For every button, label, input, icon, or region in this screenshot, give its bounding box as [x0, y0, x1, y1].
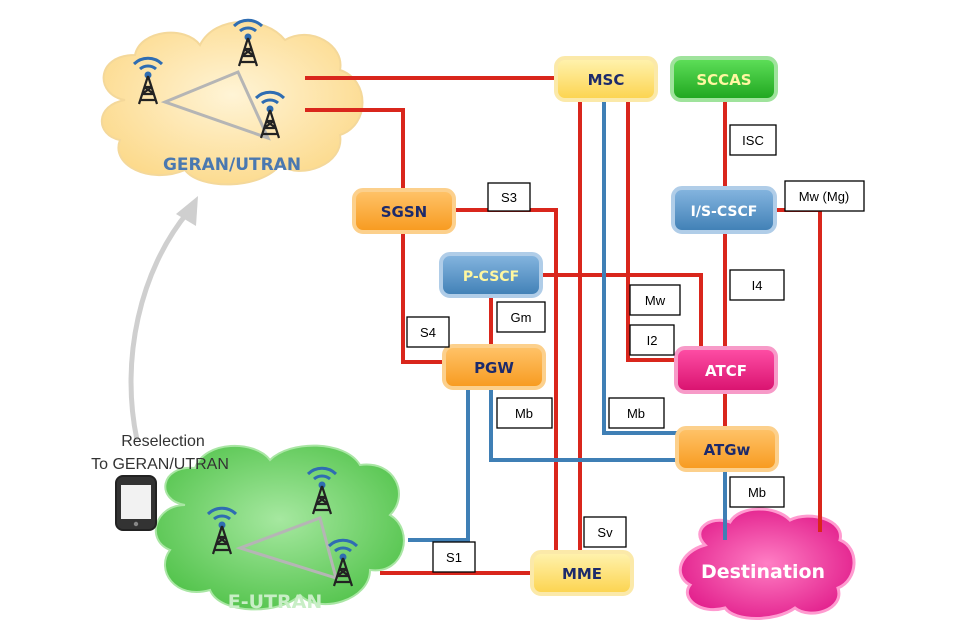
svg-text:I4: I4 — [752, 278, 763, 293]
link-pcscf-atcf-mw — [541, 273, 703, 348]
interface-label-mw: Mw — [629, 284, 681, 316]
link-geran-sgsn — [305, 108, 405, 190]
interface-label-mw-mg: Mw (Mg) — [784, 180, 865, 212]
svg-text:S3: S3 — [501, 190, 517, 205]
sccas-label: SCCAS — [696, 71, 751, 89]
link-msc-atgw-mb — [602, 98, 680, 435]
geran-utran-label: GERAN/UTRAN — [163, 155, 301, 175]
svg-text:Mw (Mg): Mw (Mg) — [799, 189, 850, 204]
svg-text:Mw: Mw — [645, 293, 666, 308]
interface-label-sv: Sv — [583, 516, 627, 548]
interface-label-s1: S1 — [432, 541, 476, 573]
svg-text:ISC: ISC — [742, 133, 764, 148]
atgw-label: ATGw — [704, 441, 751, 459]
coverage-triangle — [235, 516, 339, 581]
interface-label-i4: I4 — [729, 269, 785, 301]
atgw-node[interactable]: ATGw — [675, 426, 779, 472]
interface-label-mb-pgw: Mb — [496, 397, 553, 429]
p-cscf-label: P-CSCF — [463, 269, 519, 285]
pgw-label: PGW — [474, 359, 514, 377]
sgsn-label: SGSN — [381, 203, 427, 221]
svg-text:S4: S4 — [420, 325, 436, 340]
blue-links — [408, 98, 727, 542]
p-cscf-node[interactable]: P-CSCF — [439, 252, 543, 298]
mobile-phone-icon — [115, 475, 157, 531]
atcf-node[interactable]: ATCF — [674, 346, 778, 394]
interface-label-i2: I2 — [629, 324, 675, 356]
svg-text:Mb: Mb — [515, 406, 533, 421]
mme-label: MME — [562, 565, 602, 583]
atcf-label: ATCF — [705, 362, 747, 380]
e-utran-cloud: E-UTRAN — [154, 444, 405, 613]
interface-label-gm: Gm — [496, 301, 546, 333]
pgw-node[interactable]: PGW — [442, 344, 546, 390]
link-pgw-atgw-mb — [489, 388, 680, 462]
mme-node[interactable]: MME — [530, 550, 634, 596]
interface-label-s3: S3 — [487, 182, 531, 212]
reselection-line-1: Reselection — [121, 433, 205, 450]
sgsn-node[interactable]: SGSN — [352, 188, 456, 234]
i-s-cscf-node[interactable]: I/S-CSCF — [671, 186, 777, 234]
geran-utran-cloud: GERAN/UTRAN — [100, 18, 364, 186]
svg-text:I2: I2 — [647, 333, 658, 348]
coverage-triangle — [160, 70, 271, 141]
link-sgsn-pgw-s4 — [401, 232, 444, 364]
interface-label-isc: ISC — [729, 124, 777, 156]
svg-text:Gm: Gm — [511, 310, 532, 325]
destination-label: Destination — [701, 561, 825, 583]
link-msc-atcf-i2 — [626, 98, 680, 362]
svg-text:Mb: Mb — [748, 485, 766, 500]
destination-cloud: Destination — [678, 507, 856, 620]
interface-label-s4: S4 — [406, 316, 450, 348]
link-pgw-eutran-s1 — [408, 388, 470, 542]
interface-label-mb-atcf: Mb — [608, 397, 665, 429]
reselection-line-2: To GERAN/UTRAN — [91, 456, 229, 473]
svg-text:S1: S1 — [446, 550, 462, 565]
msc-node[interactable]: MSC — [554, 56, 658, 102]
curved-arrow-icon — [128, 196, 198, 441]
svg-text:Sv: Sv — [597, 525, 613, 540]
i-s-cscf-label: I/S-CSCF — [691, 204, 758, 220]
sccas-node[interactable]: SCCAS — [670, 56, 778, 102]
svg-text:Mb: Mb — [627, 406, 645, 421]
interface-label-mb-destination: Mb — [729, 476, 785, 508]
e-utran-label: E-UTRAN — [228, 591, 323, 613]
msc-label: MSC — [588, 71, 625, 89]
